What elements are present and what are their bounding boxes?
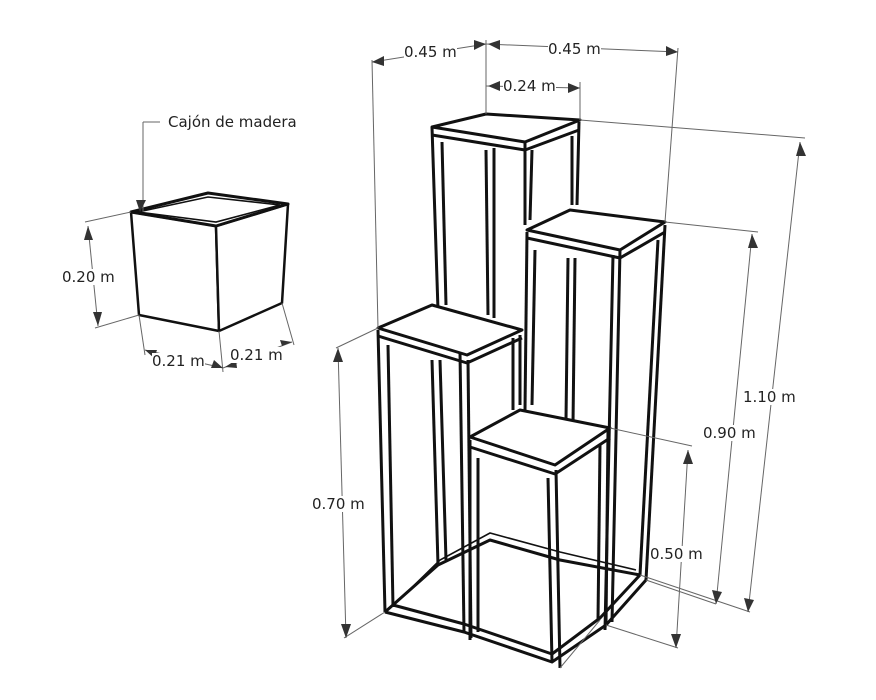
stand-depth-label: 0.45 m — [404, 43, 457, 61]
box-height-label: 0.20 m — [62, 268, 115, 286]
height-left-shelf-label: 0.70 m — [312, 495, 365, 513]
height-mid-label: 0.90 m — [703, 424, 756, 442]
box-label: Cajón de madera — [168, 113, 297, 131]
box-width-right-label: 0.21 m — [230, 346, 283, 364]
height-low-shelf-label: 0.50 m — [650, 545, 703, 563]
stand-top-width-label: 0.24 m — [503, 77, 556, 95]
wooden-box — [129, 191, 290, 333]
stand-width-label: 0.45 m — [548, 40, 601, 58]
height-total-label: 1.10 m — [743, 388, 796, 406]
stand-dimensions — [84, 40, 806, 669]
plant-stand — [376, 112, 667, 669]
box-width-left-label: 0.21 m — [152, 352, 205, 370]
